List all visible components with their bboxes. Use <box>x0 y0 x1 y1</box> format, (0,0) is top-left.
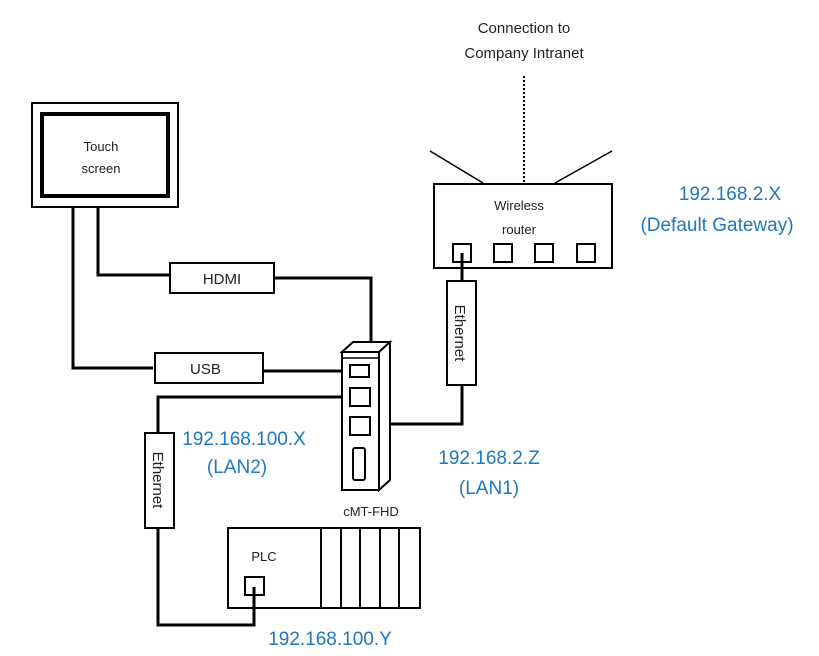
router-label-line2: router <box>502 222 537 237</box>
hmi-lan1-port <box>349 416 371 436</box>
router-label-line1: Wireless <box>494 198 544 213</box>
intranet-label-line2: Company Intranet <box>464 45 584 62</box>
plc-ip: 192.168.100.Y <box>268 629 392 650</box>
hmi-side-face <box>378 339 391 493</box>
plc-ethernet-wire-top <box>156 395 357 433</box>
hdmi-cable-box <box>169 262 275 294</box>
usb-cable-box <box>154 352 264 384</box>
lan1-ip: 192.168.2.Z <box>438 448 540 469</box>
intranet-label-line1: Connection to <box>478 20 571 37</box>
usb-cable-label: USB <box>190 361 221 378</box>
hdmi-wire-left <box>96 207 170 277</box>
touch-screen-label-line2: screen <box>81 161 120 176</box>
plc-ethernet-cable-label: Ethernet <box>149 452 166 510</box>
router-antenna-left <box>429 150 484 184</box>
router-ethernet-wire-bottom <box>362 385 464 426</box>
router-port-3 <box>534 243 554 263</box>
lan2-ip: 192.168.100.X <box>182 429 306 450</box>
hmi-lan2-port <box>349 387 371 407</box>
plc-ethernet-cable-box <box>144 432 175 529</box>
touch-screen: Touch screen <box>31 102 179 208</box>
router-ip: 192.168.2.X <box>679 184 782 205</box>
usb-wire-left <box>71 207 153 370</box>
hmi-card-slot <box>352 447 366 481</box>
hmi-usb-port <box>349 364 370 378</box>
router-port-2 <box>493 243 513 263</box>
wireless-router: Wireless router <box>433 183 613 269</box>
hmi-name-label: cMT-FHD <box>343 504 399 519</box>
cmt-fhd-unit <box>339 339 393 493</box>
plc-label: PLC <box>251 549 276 564</box>
touch-screen-display <box>40 112 170 198</box>
router-port-4 <box>576 243 596 263</box>
lan1-label: (LAN1) <box>459 478 519 499</box>
router-ethernet-cable-label: Ethernet <box>451 305 468 363</box>
touch-screen-label-line1: Touch <box>84 139 119 154</box>
router-role: (Default Gateway) <box>640 215 793 236</box>
router-ethernet-cable-box <box>446 280 477 386</box>
router-antenna-right <box>554 150 613 184</box>
plc-unit: PLC <box>227 527 421 609</box>
hdmi-cable-label: HDMI <box>203 271 241 288</box>
lan2-label: (LAN2) <box>207 457 267 478</box>
hdmi-wire-right <box>274 276 373 343</box>
